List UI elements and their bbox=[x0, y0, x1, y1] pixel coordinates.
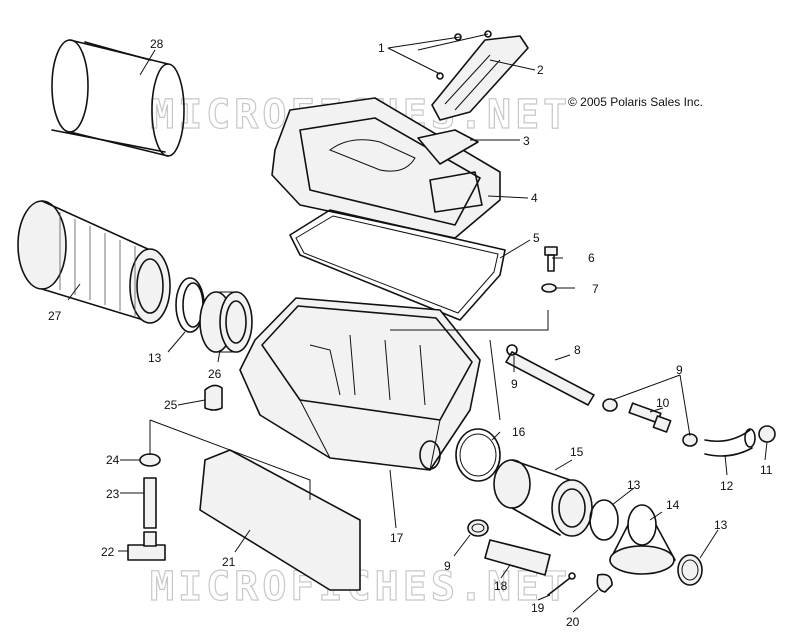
callout-20: 20 bbox=[566, 615, 580, 629]
callout-11: 11 bbox=[760, 463, 773, 477]
callout-27: 27 bbox=[48, 309, 62, 323]
callout-17: 17 bbox=[390, 531, 404, 545]
part-16-o-ring bbox=[455, 428, 501, 482]
part-15-intake-duct bbox=[493, 459, 593, 537]
callout-23: 23 bbox=[106, 487, 120, 501]
callout-25: 25 bbox=[164, 398, 178, 412]
part-22-tee-fitting bbox=[127, 531, 166, 561]
part-11-clamp bbox=[758, 425, 776, 443]
part-13-clamp-middle bbox=[589, 499, 619, 541]
part-26-adapter-boot bbox=[199, 291, 253, 353]
part-9-boot-lower bbox=[467, 519, 489, 537]
part-27-air-filter bbox=[17, 200, 171, 324]
callout-12: 12 bbox=[720, 479, 734, 493]
part-3-4-airbox-lid bbox=[271, 97, 501, 239]
part-17-airbox-body bbox=[239, 297, 481, 471]
callout-2: 2 bbox=[537, 63, 544, 77]
callout-13-right: 13 bbox=[714, 518, 728, 532]
part-18-hose bbox=[484, 539, 551, 576]
part-25-clip bbox=[204, 384, 223, 411]
callout-13-left: 13 bbox=[148, 351, 162, 365]
part-9-fittings-right bbox=[602, 398, 698, 447]
part-12-hose bbox=[704, 428, 756, 457]
part-13-clamp-right bbox=[677, 554, 703, 586]
leader-lines bbox=[67, 33, 768, 613]
callout-24: 24 bbox=[106, 453, 120, 467]
callout-28: 28 bbox=[150, 37, 164, 51]
callout-1: 1 bbox=[378, 41, 385, 55]
part-6-bolt bbox=[544, 246, 558, 272]
callout-6: 6 bbox=[588, 251, 595, 265]
callout-26: 26 bbox=[208, 367, 222, 381]
part-23-tube bbox=[143, 477, 157, 529]
callout-9-right: 9 bbox=[676, 363, 683, 377]
part-7-washer bbox=[541, 283, 557, 293]
callout-19: 19 bbox=[531, 601, 545, 615]
part-2-cover bbox=[431, 35, 529, 121]
part-8-tube bbox=[505, 344, 595, 406]
part-19-screw bbox=[547, 572, 576, 596]
callout-4: 4 bbox=[531, 191, 538, 205]
part-10-valve bbox=[628, 402, 672, 433]
callout-9-lower: 9 bbox=[444, 559, 451, 573]
callout-21: 21 bbox=[222, 555, 236, 569]
callout-5: 5 bbox=[533, 231, 540, 245]
callout-18: 18 bbox=[494, 579, 508, 593]
part-20-clip bbox=[596, 573, 613, 593]
callout-13-middle: 13 bbox=[627, 478, 641, 492]
part-28-prefilter-sleeve bbox=[51, 39, 185, 157]
callout-15: 15 bbox=[570, 445, 584, 459]
callout-9-upper: 9 bbox=[511, 377, 518, 391]
part-14-cone-boot bbox=[609, 504, 676, 575]
callout-22: 22 bbox=[101, 545, 115, 559]
callout-3: 3 bbox=[523, 134, 530, 148]
part-5-gasket bbox=[289, 209, 506, 321]
part-1-screws bbox=[436, 30, 492, 80]
callout-8: 8 bbox=[574, 343, 581, 357]
callouts: 28 1 2 3 4 5 6 7 8 9 9 10 11 12 13 13 13… bbox=[48, 37, 773, 629]
callout-14: 14 bbox=[666, 498, 680, 512]
callout-10: 10 bbox=[656, 396, 670, 410]
callout-7: 7 bbox=[592, 282, 599, 296]
callout-16: 16 bbox=[512, 425, 526, 439]
copyright-notice: © 2005 Polaris Sales Inc. bbox=[568, 95, 703, 109]
part-24-clamp bbox=[139, 453, 161, 467]
